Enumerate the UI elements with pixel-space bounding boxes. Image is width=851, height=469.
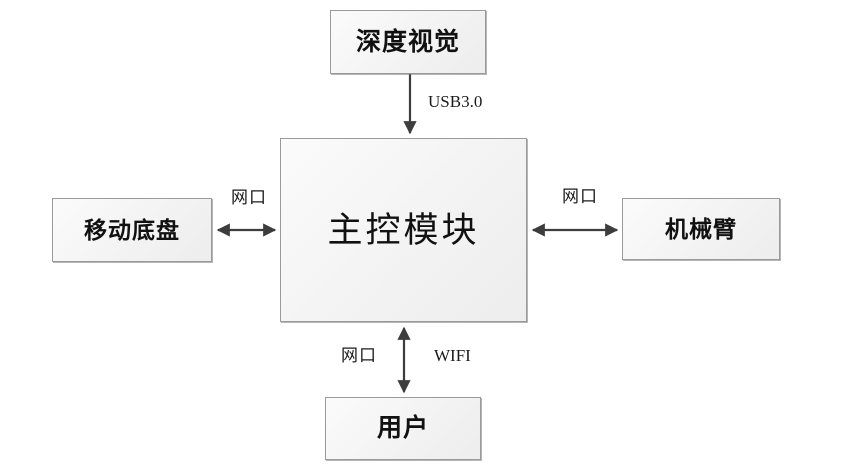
edge-label-wifi: WIFI xyxy=(434,346,471,365)
node-mobile-chassis-label: 移动底盘 xyxy=(84,217,180,243)
node-main-controller[interactable]: 主控模块 xyxy=(280,138,527,322)
edge-label-network-port-right: 网口 xyxy=(562,187,598,206)
node-robotic-arm-label: 机械臂 xyxy=(665,216,737,242)
node-robotic-arm[interactable]: 机械臂 xyxy=(622,198,780,260)
node-main-controller-label: 主控模块 xyxy=(327,210,480,250)
edge-label-network-port-bottom: 网口 xyxy=(341,346,377,365)
node-mobile-chassis[interactable]: 移动底盘 xyxy=(52,198,212,262)
edge-label-usb30: USB3.0 xyxy=(428,92,483,111)
node-user-label: 用户 xyxy=(376,415,429,442)
node-depth-vision-label: 深度视觉 xyxy=(355,28,460,56)
edge-label-network-port-left: 网口 xyxy=(231,188,267,207)
node-user[interactable]: 用户 xyxy=(325,397,481,460)
node-depth-vision[interactable]: 深度视觉 xyxy=(330,10,486,74)
